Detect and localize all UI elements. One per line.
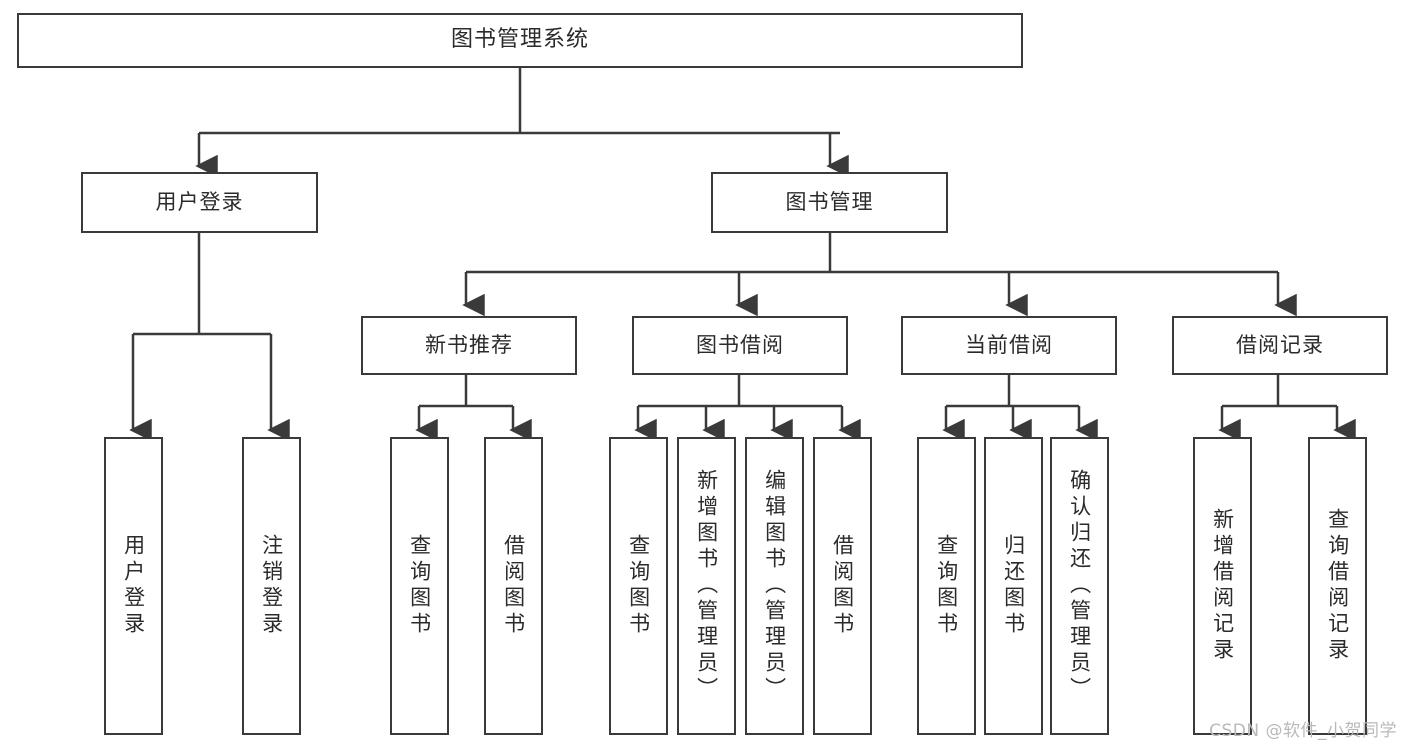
- node-label: 用户登录: [155, 189, 244, 214]
- node-label: 图书借阅: [696, 332, 784, 357]
- node-label: 用户登录: [121, 534, 146, 638]
- node-leaf-borrow-book-1[interactable]: 借阅图书: [484, 437, 543, 735]
- node-label: 确认归还（管理员）: [1067, 469, 1092, 703]
- node-new-book-recommend[interactable]: 新书推荐: [361, 316, 577, 375]
- node-borrow-record[interactable]: 借阅记录: [1172, 316, 1388, 375]
- node-label: 编辑图书（管理员）: [762, 469, 787, 703]
- node-label: 借阅记录: [1236, 332, 1324, 357]
- node-leaf-user-login[interactable]: 用户登录: [104, 437, 163, 735]
- node-label: 新增图书（管理员）: [694, 469, 719, 703]
- node-label: 查询图书: [934, 534, 959, 638]
- node-leaf-add-book[interactable]: 新增图书（管理员）: [677, 437, 736, 735]
- node-user-login[interactable]: 用户登录: [81, 172, 318, 233]
- node-label: 查询图书: [626, 534, 651, 638]
- node-leaf-user-logout[interactable]: 注销登录: [242, 437, 301, 735]
- node-label: 当前借阅: [965, 332, 1053, 357]
- node-label: 注销登录: [259, 534, 284, 638]
- node-label: 借阅图书: [501, 534, 526, 638]
- node-leaf-add-record[interactable]: 新增借阅记录: [1193, 437, 1252, 735]
- node-current-borrow[interactable]: 当前借阅: [901, 316, 1117, 375]
- node-leaf-borrow-book-2[interactable]: 借阅图书: [813, 437, 872, 735]
- node-leaf-edit-book[interactable]: 编辑图书（管理员）: [745, 437, 804, 735]
- node-book-manage[interactable]: 图书管理: [711, 172, 948, 233]
- node-label: 图书管理: [785, 189, 874, 214]
- node-leaf-query-record[interactable]: 查询借阅记录: [1308, 437, 1367, 735]
- node-label: 图书管理系统: [450, 27, 589, 53]
- node-leaf-query-book-3[interactable]: 查询图书: [917, 437, 976, 735]
- node-leaf-return-book[interactable]: 归还图书: [984, 437, 1043, 735]
- node-label: 查询借阅记录: [1325, 508, 1350, 664]
- node-book-borrow[interactable]: 图书借阅: [632, 316, 848, 375]
- node-leaf-query-book-1[interactable]: 查询图书: [390, 437, 449, 735]
- node-label: 借阅图书: [830, 534, 855, 638]
- node-label: 归还图书: [1001, 534, 1026, 638]
- node-label: 新增借阅记录: [1210, 508, 1235, 664]
- node-label: 新书推荐: [425, 332, 513, 357]
- node-label: 查询图书: [407, 534, 432, 638]
- node-root-system[interactable]: 图书管理系统: [17, 13, 1023, 68]
- node-leaf-confirm-return[interactable]: 确认归还（管理员）: [1050, 437, 1109, 735]
- node-leaf-query-book-2[interactable]: 查询图书: [609, 437, 668, 735]
- watermark-text: CSDN @软件_小贺同学: [1209, 721, 1397, 741]
